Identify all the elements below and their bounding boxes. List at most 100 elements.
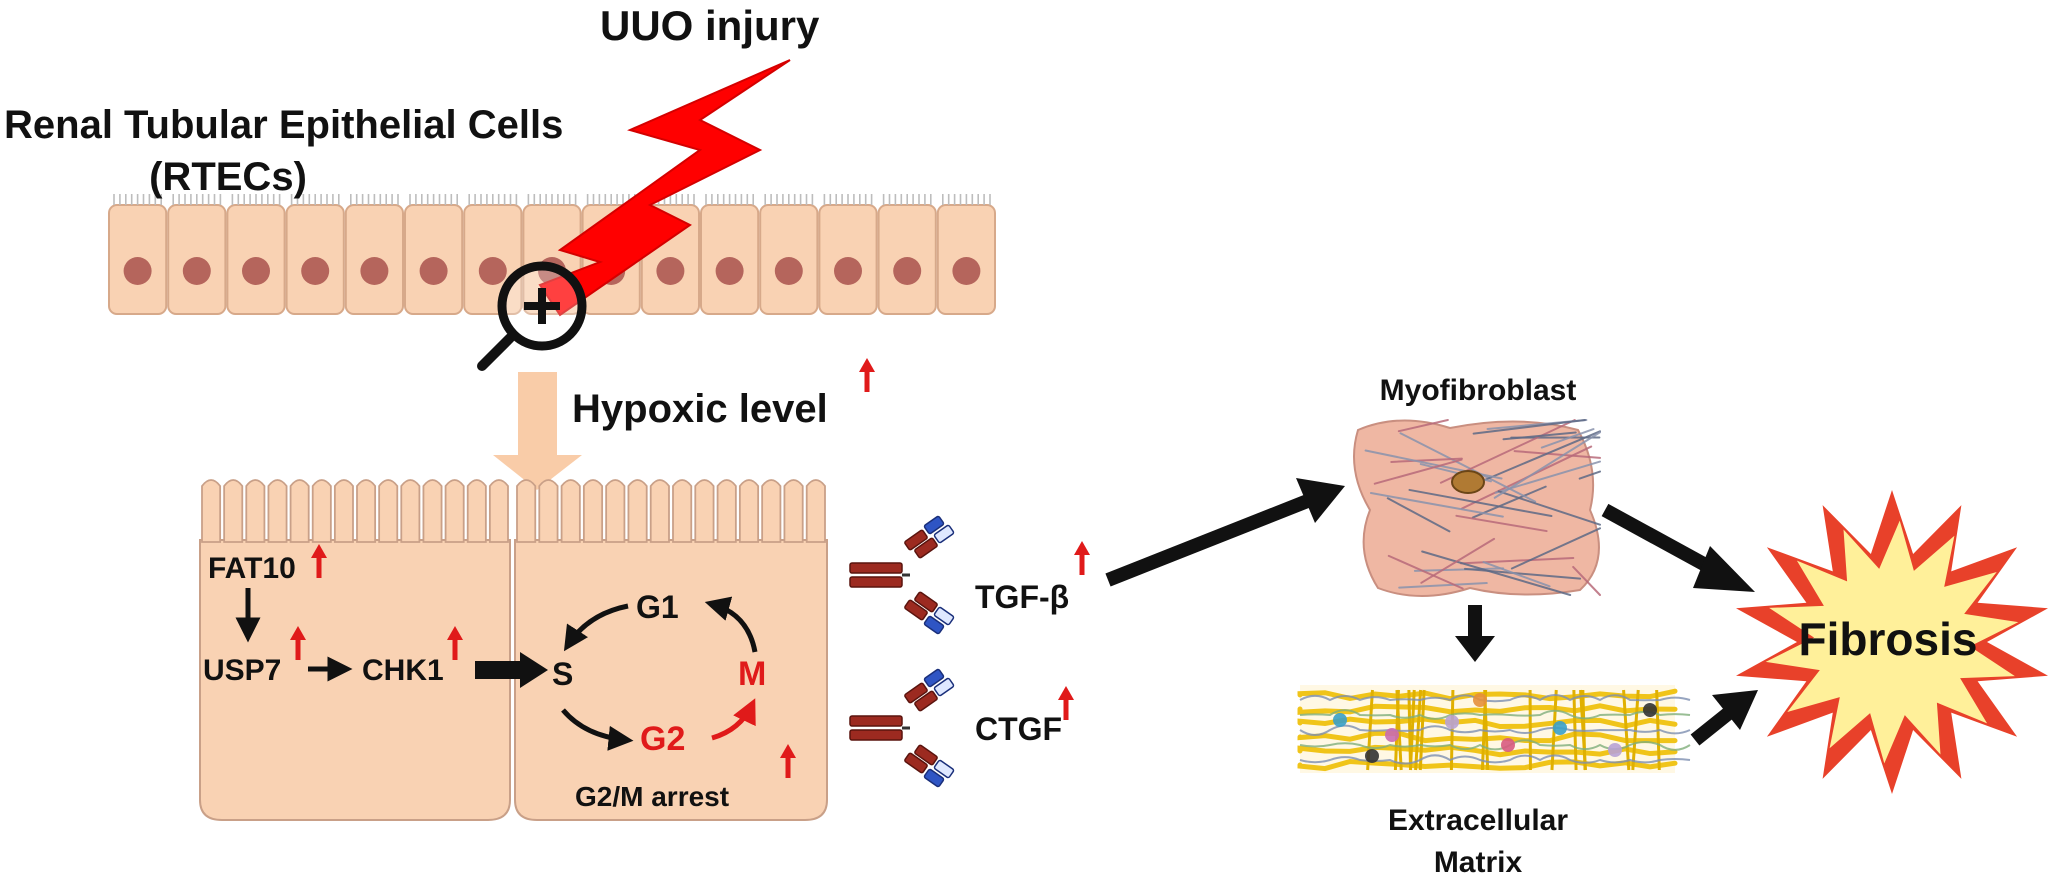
nucleus [715,257,744,285]
epithelial-cell [285,194,345,315]
usp7-label: USP7 [203,654,281,687]
epithelial-cell [936,194,996,315]
fiber [1472,419,1586,435]
fiber [1510,527,1601,570]
red-up-arrow-icon [1074,541,1090,575]
nucleus [774,257,803,285]
microvillus [605,479,626,543]
magnifier-plus-icon [477,261,587,371]
microvillus [400,479,421,543]
microvillus [378,479,399,543]
microvillus [333,479,354,543]
collagen-fiber [1297,703,1678,715]
microvillus [738,479,760,543]
myofibroblast-label: Myofibroblast [1380,374,1577,407]
matrix-strand [1299,724,1691,736]
fiber [1408,488,1553,518]
phase-m-label: M [738,655,766,693]
fiber [1463,567,1582,580]
epithelial-cell [404,194,464,315]
matrix-strand [1299,694,1691,703]
microvillus [627,479,648,543]
injury-label: UUO injury [600,2,820,49]
microvillus [289,479,310,543]
collagen-fiber [1297,744,1678,758]
extracellular-matrix-illustration [1297,685,1691,773]
microvillus [267,479,288,543]
fiber [1482,561,1551,588]
zoom-down-arrow [493,372,582,490]
matrix-protein [1333,713,1347,727]
microvillus [716,479,737,543]
s-to-g2-arrow [561,708,634,751]
microvillus [560,479,581,543]
matrix-protein [1643,703,1657,717]
big-cells [199,479,828,821]
fibrosis-label: Fibrosis [1799,613,1978,665]
ecm-to-fibrosis-arrow [1690,690,1758,746]
fiber [1484,430,1601,481]
microvillus [223,479,244,543]
nucleus [301,257,330,285]
matrix-protein [1553,721,1567,735]
myofibroblast-to-ecm-arrow [1455,605,1495,662]
microvillus [538,479,559,543]
m-to-g1-arrow [704,596,758,653]
matrix-protein [1365,749,1379,763]
epithelial-cell [700,194,760,315]
fiber [1413,567,1505,572]
fiber [1578,470,1601,480]
fiber [1390,457,1463,463]
microvillus [245,479,266,543]
epithelial-cell [226,194,286,315]
receptor [849,515,955,635]
fiber [1493,431,1601,499]
nucleus [360,257,389,285]
nucleus [834,257,862,285]
fat10-label: FAT10 [208,552,296,585]
fiber [1502,431,1577,441]
epithelial-cell [167,194,227,315]
fiber [1421,550,1572,596]
microvillus [201,479,222,543]
nucleus [242,257,270,285]
fiber [1386,497,1451,533]
myofibroblast-cell [1353,419,1601,597]
nucleus [952,257,981,285]
receptor [849,668,955,788]
matrix-protein [1445,715,1459,729]
nucleus [182,257,211,285]
collagen-fiber [1297,730,1678,744]
phase-g1-label: G1 [636,589,679,625]
microvillus [694,479,715,543]
epithelial-cell [108,194,168,315]
g1-to-s-arrow [563,603,629,652]
matrix-protein [1473,693,1487,707]
hypoxic-label: Hypoxic level [572,387,828,431]
phase-s-label: S [552,656,573,692]
fiber [1471,485,1547,519]
microvillus [783,479,804,543]
rtec-title-line2: (RTECs) [149,155,307,199]
nucleus [123,257,152,285]
chk1-label: CHK1 [362,654,444,687]
cross-fiber [1631,689,1640,771]
epithelial-cell [344,194,404,315]
matrix-protein [1385,728,1399,742]
matrix-strand [1299,739,1691,751]
matrix-protein [1608,743,1622,757]
fiber [1369,492,1504,518]
fiber [1572,565,1601,596]
tgfb-label: TGF-β [975,579,1069,615]
microvillus [488,479,509,543]
epithelial-cell [818,194,878,315]
fiber [1398,582,1488,589]
microvillus [311,479,332,543]
ecm-label-line2: Matrix [1434,846,1523,878]
fiber [1397,419,1449,433]
microvillus [356,479,377,543]
microvillus [805,479,826,543]
microvillus [444,479,465,543]
lightning-bolt-icon [538,59,791,317]
